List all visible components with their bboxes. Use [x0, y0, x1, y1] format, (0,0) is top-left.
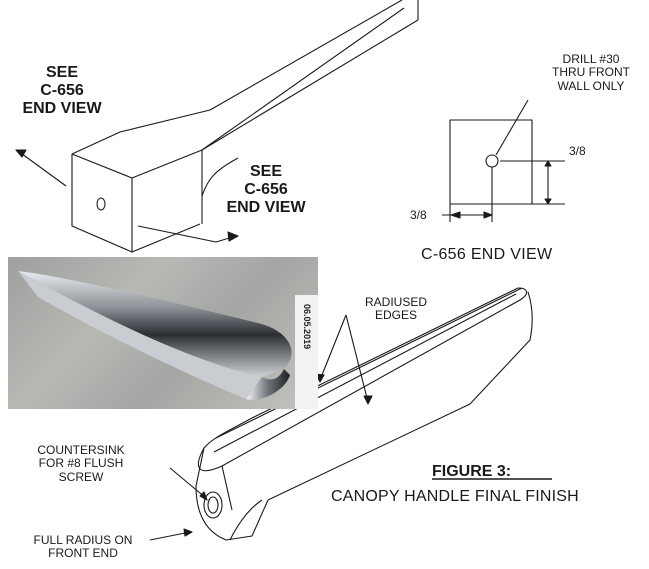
leader-see-view-1: [15, 149, 67, 187]
radiused-edges-note: RADIUSED EDGES: [364, 295, 427, 323]
handle-photograph: 06.05.2019: [8, 257, 318, 409]
photo-date-stamp: 06.05.2019: [302, 304, 313, 350]
tapered-stock-drawing: [71, 0, 419, 253]
end-view-drawing: [442, 99, 565, 222]
figure-caption: CANOPY HANDLE FINAL FINISH: [331, 488, 579, 505]
leader-see-view-2: [137, 225, 239, 243]
drill-hole: [485, 154, 499, 168]
figure-number: FIGURE 3:: [432, 463, 512, 480]
finished-handle-drawing: [195, 287, 533, 541]
end-view-title: C-656 END VIEW: [421, 246, 553, 263]
dimension-horizontal: 3/8: [410, 208, 427, 222]
dimension-vertical: 3/8: [569, 144, 586, 158]
see-end-view-note-2: SEE C-656 END VIEW: [226, 163, 306, 216]
mounting-hole: [96, 197, 106, 211]
full-radius-note: FULL RADIUS ON FRONT END: [33, 533, 133, 561]
drill-note: DRILL #30 THRU FRONT WALL ONLY: [552, 52, 630, 93]
leader-radiused-edges: [315, 314, 373, 405]
leader-full-radius: [149, 528, 193, 541]
date-tag: [295, 295, 318, 409]
countersink-note: COUNTERSINK FOR #8 FLUSH SCREW: [37, 443, 125, 484]
see-end-view-note-1: SEE C-656 END VIEW: [22, 64, 102, 117]
polished-handle-image: [18, 271, 318, 409]
leader-countersink: [169, 467, 208, 501]
